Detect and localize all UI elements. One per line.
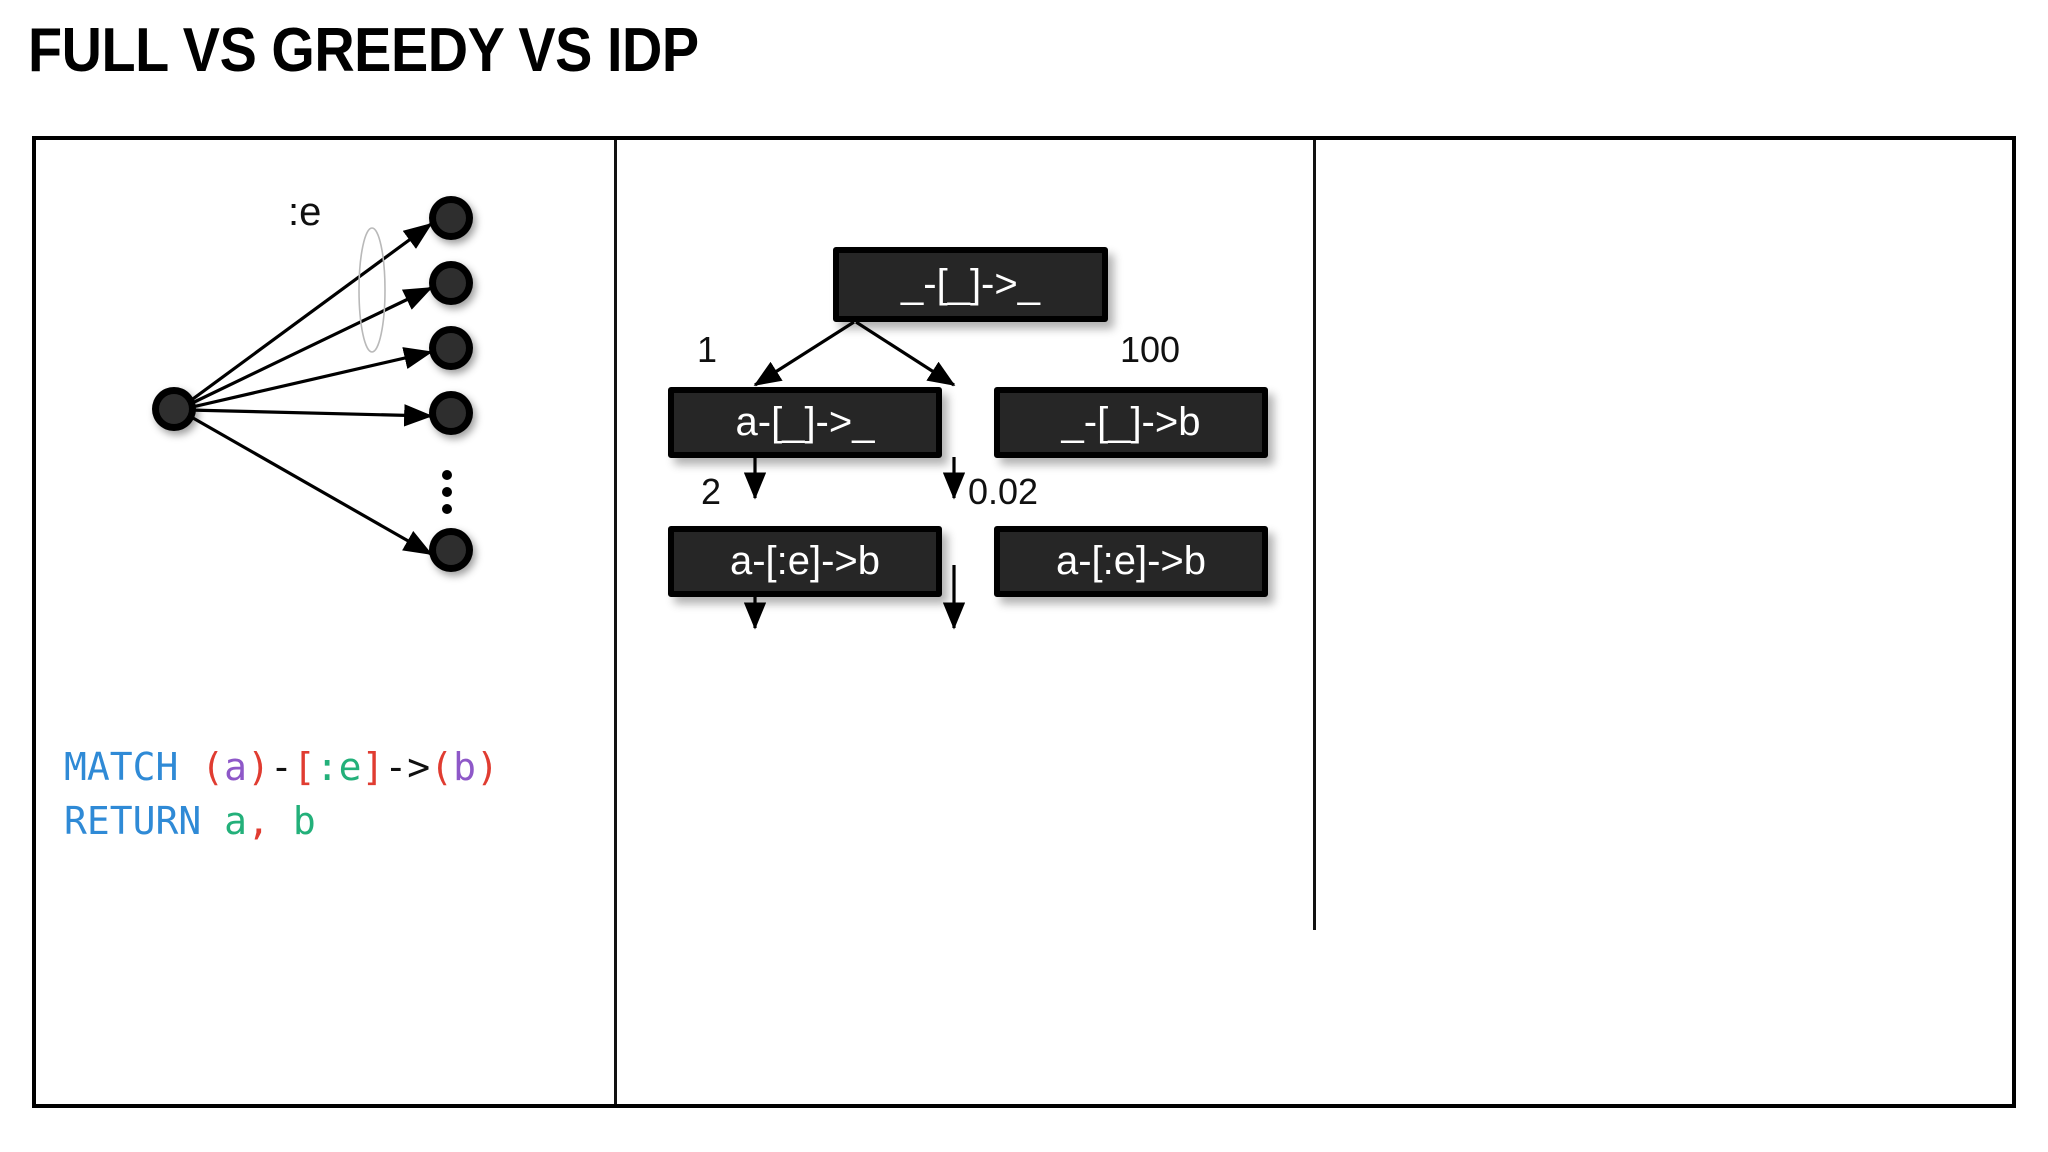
expansion-graph-panel: :e MATCH (a)-[:e]->(b)RETURN a, b <box>36 140 614 1104</box>
cypher-close-bracket: ] <box>361 745 385 789</box>
graph-target-node-4 <box>429 391 473 435</box>
cypher-open-paren-b: ( <box>430 745 454 789</box>
page-title: FULL VS GREEDY VS IDP <box>28 16 699 85</box>
graph-target-node-5 <box>429 528 473 572</box>
edge-1 <box>185 222 433 406</box>
expansion-graph-svg <box>152 196 473 572</box>
cypher-query-block: MATCH (a)-[:e]->(b)RETURN a, b <box>64 740 499 848</box>
content-frame: :e MATCH (a)-[:e]->(b)RETURN a, b <box>32 136 2016 1108</box>
cypher-line-match: MATCH (a)-[:e]->(b) <box>64 740 499 794</box>
edge-3 <box>187 347 433 410</box>
cypher-rel-type: :e <box>315 745 362 789</box>
cost-label-right-to-leaf: 0.02 <box>968 471 1039 512</box>
tree-edge-root-right <box>855 320 956 387</box>
relationship-ellipse <box>358 227 386 353</box>
edge-type-label: :e <box>288 190 322 234</box>
cypher-open-paren-a: ( <box>201 745 225 789</box>
cypher-close-paren-b: ) <box>475 745 499 789</box>
cypher-keyword-match: MATCH <box>64 745 179 789</box>
cypher-return-var-a: a <box>224 799 248 843</box>
cypher-space-2 <box>201 799 224 843</box>
cypher-return-comma: , <box>247 799 270 843</box>
edge-5 <box>185 412 433 556</box>
graph-target-node-2 <box>429 261 473 305</box>
cypher-close-paren-a: ) <box>247 745 270 789</box>
edge-4 <box>187 404 433 427</box>
cypher-line-return: RETURN a, b <box>64 794 499 848</box>
panel-divider-right <box>1313 140 1316 930</box>
cypher-dash-2: - <box>384 745 408 789</box>
cypher-variable-a: a <box>224 745 248 789</box>
plan-tree-panel: _-[_]->_ a-[_]->_ _-[_]->b a-[:e]->b a-[… <box>614 140 1313 1104</box>
cypher-keyword-return: RETURN <box>64 799 202 843</box>
panel-divider-left <box>614 140 617 1104</box>
cost-label-left-to-leaf: 2 <box>701 471 722 512</box>
graph-target-node-3 <box>429 326 473 370</box>
cypher-return-var-b: b <box>292 799 316 843</box>
cypher-open-bracket: [ <box>292 745 316 789</box>
graph-ellipsis-dots <box>442 470 452 514</box>
plan-node-left-child[interactable]: a-[_]->_ <box>668 387 942 458</box>
plan-node-right-child[interactable]: _-[_]->b <box>994 387 1268 458</box>
cypher-arrow-head: > <box>407 745 431 789</box>
cypher-dash-1: - <box>269 745 293 789</box>
plan-node-right-leaf[interactable]: a-[:e]->b <box>994 526 1268 597</box>
tree-edge-root-left <box>753 320 855 387</box>
cost-label-root-to-right: 100 <box>1120 329 1181 370</box>
graph-source-node <box>152 387 196 431</box>
empty-panel <box>1313 140 2016 1104</box>
cypher-space-3 <box>270 799 293 843</box>
plan-tree-svg <box>743 320 966 630</box>
cypher-variable-b: b <box>453 745 476 789</box>
cost-label-root-to-left: 1 <box>697 329 718 370</box>
edge-2 <box>185 286 433 408</box>
graph-target-node-1 <box>429 196 473 240</box>
plan-node-root[interactable]: _-[_]->_ <box>833 247 1108 322</box>
cypher-space <box>178 745 201 789</box>
graph-edges <box>185 222 433 556</box>
plan-node-left-leaf[interactable]: a-[:e]->b <box>668 526 942 597</box>
